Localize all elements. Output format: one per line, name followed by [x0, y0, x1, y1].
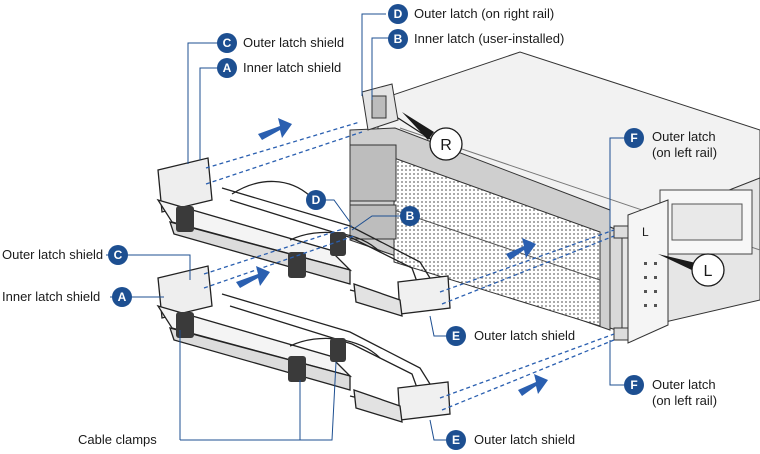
- label-inner-latch-shield-top: Inner latch shield: [243, 60, 341, 75]
- callout-E-bottom: E Outer latch shield: [446, 430, 575, 450]
- badge-D: D: [394, 7, 403, 21]
- label-outer-latch-shield-left: Outer latch shield: [2, 247, 103, 262]
- label-on-left-rail-bottom: (on left rail): [652, 393, 717, 408]
- callout-leaders: [106, 13, 624, 441]
- left-rail-plate: L: [613, 199, 669, 344]
- badge-B: B: [394, 32, 403, 46]
- direction-arrows: [236, 118, 548, 396]
- callout-F-bottom: F Outer latch (on left rail): [624, 375, 717, 408]
- label-on-left-rail-top: (on left rail): [652, 145, 717, 160]
- left-side-marker: L: [658, 253, 725, 287]
- badge-C-left: C: [114, 248, 123, 262]
- callout-B-mid: B: [400, 206, 420, 226]
- callout-C-left: Outer latch shield C: [2, 245, 128, 265]
- callout-F-top: F Outer latch (on left rail): [624, 128, 717, 160]
- label-inner-latch-user-installed: Inner latch (user-installed): [414, 31, 564, 46]
- label-outer-latch-shield-top: Outer latch shield: [243, 35, 344, 50]
- badge-B-mid: B: [406, 209, 415, 223]
- left-rail-latch-upper: [613, 225, 629, 239]
- label-outer-latch-right-rail: Outer latch (on right rail): [414, 6, 554, 21]
- badge-A-left: A: [118, 290, 127, 304]
- badge-E-bottom: E: [452, 433, 460, 447]
- label-inner-latch-shield-left: Inner latch shield: [2, 289, 100, 304]
- label-outer-latch-left-rail-top: Outer latch: [652, 129, 716, 144]
- badge-A: A: [223, 61, 232, 75]
- callout-A-left: Inner latch shield A: [2, 287, 132, 307]
- label-cable-clamps: Cable clamps: [78, 432, 157, 447]
- upper-clamps: [176, 206, 346, 278]
- label-outer-latch-shield-e-bottom: Outer latch shield: [474, 432, 575, 447]
- badge-C: C: [223, 36, 232, 50]
- callout-C-top: C Outer latch shield: [217, 33, 344, 53]
- callout-D: D Outer latch (on right rail): [388, 4, 554, 24]
- right-side-marker: R: [397, 112, 463, 161]
- badge-E: E: [452, 329, 460, 343]
- badge-D-mid: D: [312, 193, 321, 207]
- right-marker-letter: R: [440, 137, 452, 154]
- label-outer-latch-left-rail-bottom: Outer latch: [652, 377, 716, 392]
- label-outer-latch-shield-e-top: Outer latch shield: [474, 328, 575, 343]
- callout-B: B Inner latch (user-installed): [388, 29, 564, 49]
- callout-E-top: E Outer latch shield: [446, 326, 575, 346]
- left-rail-latch-lower: [613, 327, 629, 341]
- left-marker-letter: L: [704, 263, 713, 280]
- callout-A-top: A Inner latch shield: [217, 58, 341, 78]
- badge-F-bottom: F: [630, 378, 637, 392]
- callout-D-mid: D: [306, 190, 326, 210]
- badge-F: F: [630, 131, 637, 145]
- alignment-lines: [203, 121, 615, 411]
- right-rail-latch: [361, 83, 399, 131]
- rail-mark: L: [642, 225, 649, 239]
- callout-cable-clamps: Cable clamps: [78, 432, 157, 447]
